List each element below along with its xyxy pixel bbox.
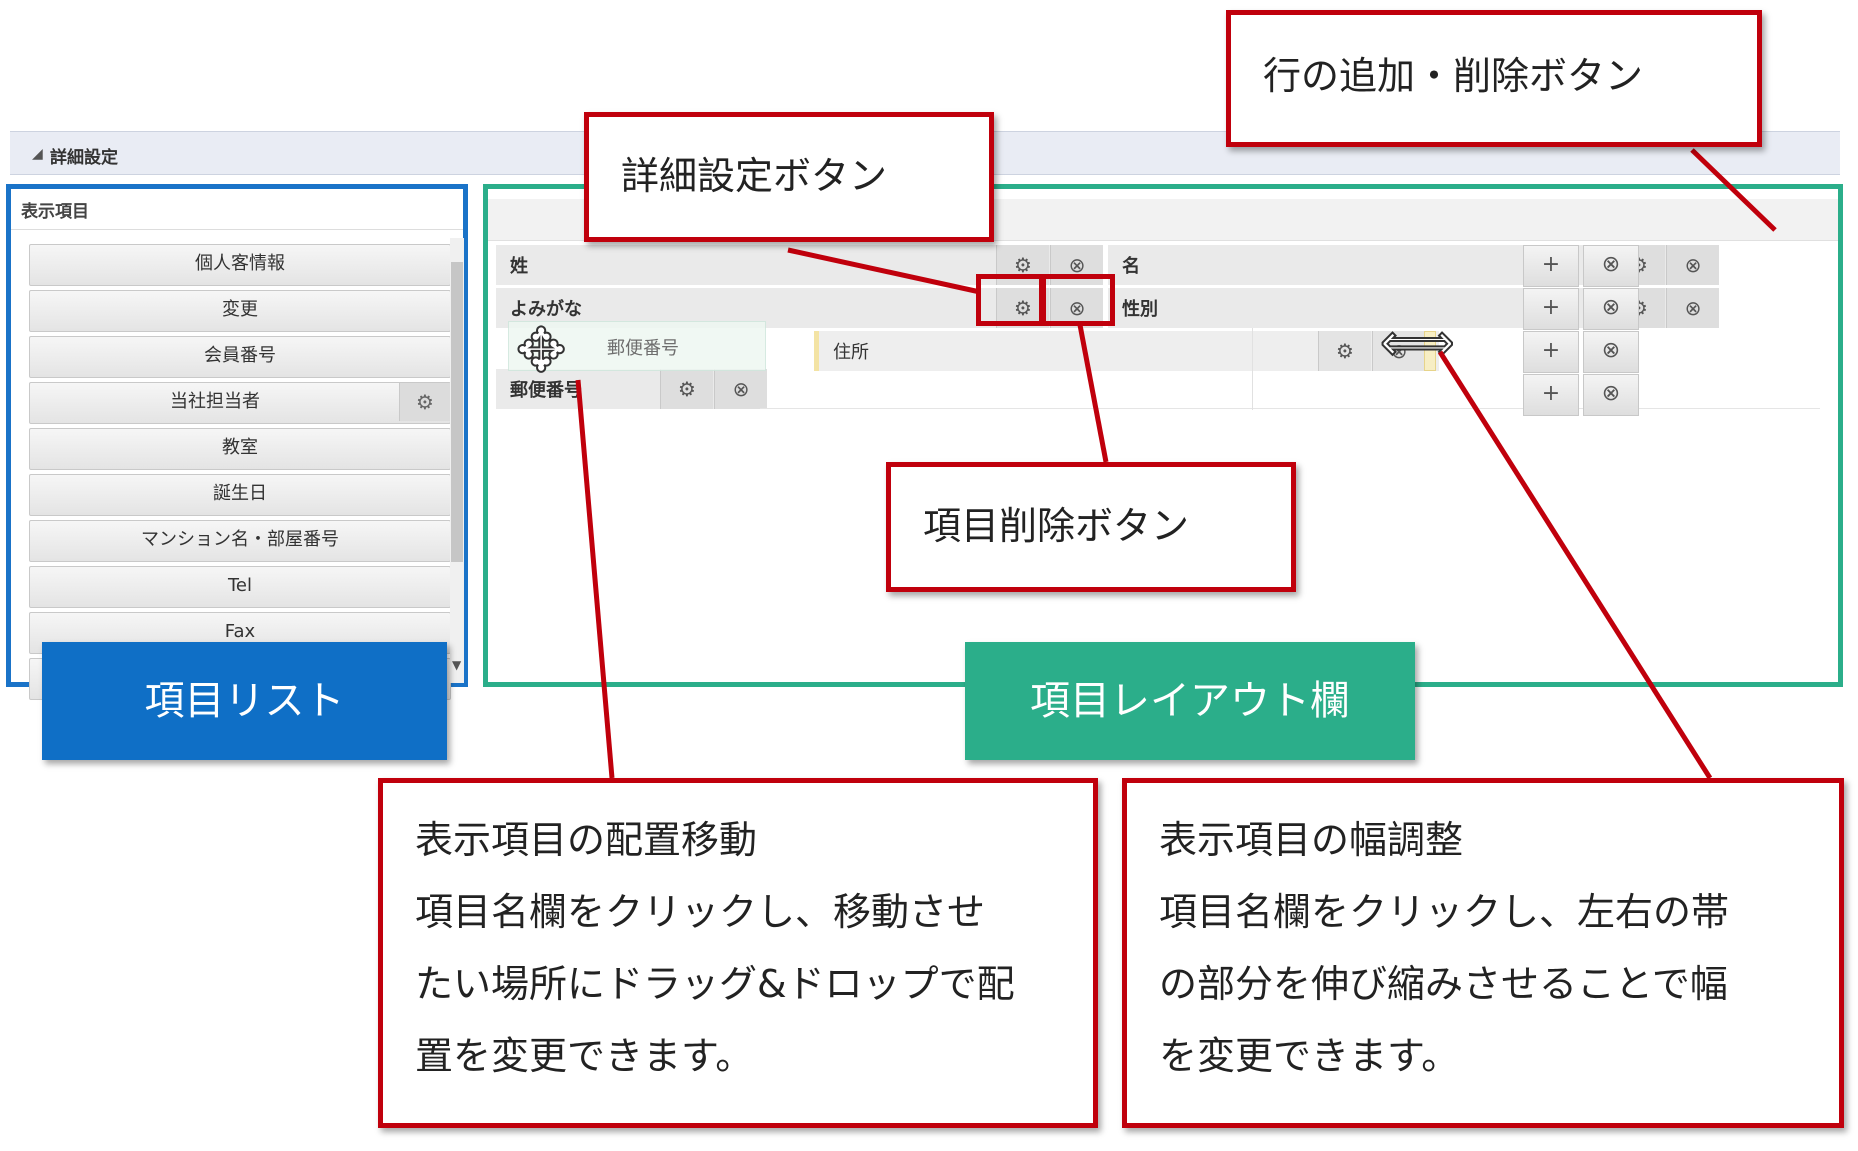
callout-text: 行の追加・削除ボタン [1263,54,1644,98]
list-item[interactable]: 会員番号 [29,336,451,378]
gear-icon[interactable]: ⚙ [399,383,450,421]
list-item-label: 個人客情報 [195,253,285,274]
item-list-panel: 表示項目 個人客情報 変更 会員番号 当社担当者 ⚙ 教室 誕生日 マンション名… [6,184,468,700]
callout-text: 項目名欄をクリックし、左右の帯 [1159,890,1730,934]
callout-text: 置を変更できます。 [415,1034,754,1078]
callout-row-add-delete: 行の追加・削除ボタン [1226,10,1762,147]
close-circle-icon[interactable]: ⊗ [1583,331,1639,373]
plus-icon[interactable]: + [1523,374,1579,416]
close-circle-icon[interactable]: ⊗ [1666,245,1719,285]
list-item[interactable]: Tel [29,566,451,608]
callout-text: 表示項目の配置移動 [415,818,758,862]
callout-text: たい場所にドラッグ&ドロップで配 [415,962,1015,1006]
item-list-header: 表示項目 [21,202,89,222]
list-item-label: 会員番号 [204,345,276,366]
move-cursor-icon: ✥ [515,316,567,386]
layout-item-label: 郵便番号 [510,380,582,401]
plus-icon[interactable]: + [1523,288,1579,330]
callout-text: 項目削除ボタン [923,504,1190,548]
list-item[interactable]: 個人客情報 [29,244,451,286]
gear-icon[interactable]: ⚙ [1318,331,1371,371]
layout-area-label: 項目レイアウト欄 [965,642,1415,760]
plus-icon[interactable]: + [1523,245,1579,287]
list-item-label: 誕生日 [213,483,267,504]
list-item-label: Tel [227,575,252,596]
close-circle-icon[interactable]: ⊗ [1666,288,1719,328]
gear-icon[interactable]: ⚙ [660,369,713,409]
layout-item-label: 姓 [510,256,528,277]
list-item-label: マンション名・部屋番号 [141,529,339,550]
list-item-label: 当社担当者 [170,391,260,412]
item-list-label: 項目リスト [42,642,447,760]
callout-move: 表示項目の配置移動 項目名欄をクリックし、移動させ たい場所にドラッグ&ドロップ… [378,778,1098,1128]
collapse-triangle-icon[interactable]: ◢ [32,146,43,162]
close-circle-icon[interactable]: ⊗ [1583,288,1639,330]
callout-text: 項目名欄をクリックし、移動させ [415,890,986,934]
list-item-label: 変更 [222,299,258,320]
layout-item-label: 性別 [1122,299,1158,320]
divider [1252,328,1253,410]
drag-ghost-item[interactable]: 郵便番号 [508,321,766,371]
callout-text: 詳細設定ボタン [621,154,888,198]
callout-text: 表示項目の幅調整 [1159,818,1464,862]
list-item[interactable]: 当社担当者 ⚙ [29,382,451,424]
layout-item-label: 名 [1122,256,1140,277]
resize-handle[interactable] [1424,331,1436,371]
delete-button-highlight [1041,274,1115,326]
list-item[interactable]: マンション名・部屋番号 [29,520,451,562]
callout-text: の部分を伸び縮みさせることで幅 [1159,962,1728,1006]
close-circle-icon[interactable]: ⊗ [1583,245,1639,287]
scroll-down-icon[interactable]: ▼ [452,658,462,672]
list-item-label: 教室 [222,437,258,458]
close-circle-icon[interactable]: ⊗ [1583,374,1639,416]
callout-detail-button: 詳細設定ボタン [584,112,994,242]
layout-row-empty[interactable] [760,369,1820,409]
drag-ghost-label: 郵便番号 [607,338,679,359]
callout-item-delete: 項目削除ボタン [886,462,1296,592]
close-circle-icon[interactable]: ⊗ [714,369,767,409]
callout-text: を変更できます。 [1159,1034,1460,1078]
section-title: 詳細設定 [50,148,118,168]
plus-icon[interactable]: + [1523,331,1579,373]
close-circle-icon[interactable]: ⊗ [1372,331,1425,371]
list-item-label: Fax [224,621,256,642]
scrollbar-thumb[interactable] [451,262,463,562]
list-item[interactable]: 変更 [29,290,451,332]
divider [11,229,463,230]
callout-width: 表示項目の幅調整 項目名欄をクリックし、左右の帯 の部分を伸び縮みさせることで幅… [1122,778,1844,1128]
list-item[interactable]: 教室 [29,428,451,470]
layout-item-label: よみがな [510,299,582,320]
layout-item-label: 住所 [833,342,869,363]
